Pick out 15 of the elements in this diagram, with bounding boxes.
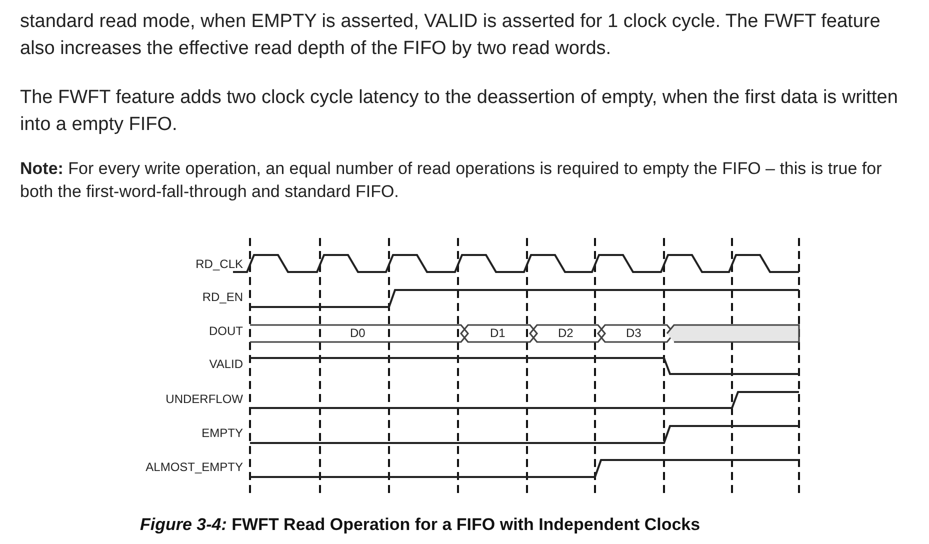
data-word-label: D2 [558, 326, 574, 340]
data-word-label: D3 [626, 326, 642, 340]
paragraph: The FWFT feature adds two clock cycle latency to the deassertion of empty, when the first data is written into a empty FIFO. [20, 86, 899, 137]
signal-name: DOUT [209, 324, 243, 338]
figure-caption: Figure 3-4: FWFT Read Operation for a FIFO with Independent Clocks [140, 515, 700, 535]
data-word-label: D1 [490, 326, 506, 340]
paragraph: standard read mode, when EMPTY is asserted, VALID is asserted for 1 clock cycle. The FWFT feature also increases the effective read depth of the FIFO by two read words. [20, 10, 882, 61]
signal-name: RD_EN [202, 290, 243, 304]
signal-name: VALID [209, 357, 243, 371]
signal-name: RD_CLK [196, 257, 243, 271]
signal-name: ALMOST_EMPTY [146, 460, 243, 474]
signal-name: UNDERFLOW [166, 392, 243, 406]
data-word-label: D0 [350, 326, 366, 340]
signal-name: EMPTY [202, 426, 243, 440]
paragraph: Note: For every write operation, an equal number of read operations is required to empty the FIFO – this is true for both the first-word-fall-through and standard FIFO. [20, 158, 883, 203]
